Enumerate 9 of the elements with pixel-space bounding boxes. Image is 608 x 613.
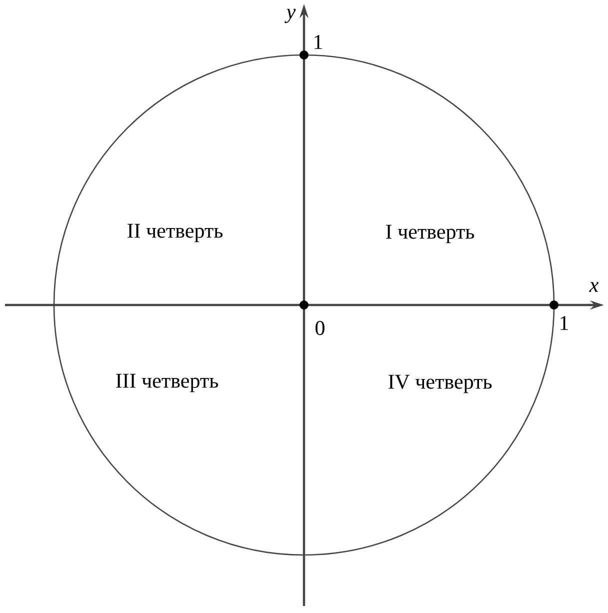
label: I четверть [386, 224, 474, 244]
label: III четверть [116, 374, 218, 392]
label: 0 [316, 320, 324, 336]
label: 1 [560, 316, 568, 330]
label: IV четверть [388, 374, 492, 394]
label: x [589, 282, 599, 292]
label: 1 [314, 35, 322, 49]
label: y [284, 8, 296, 24]
label: II четверть [128, 224, 223, 242]
